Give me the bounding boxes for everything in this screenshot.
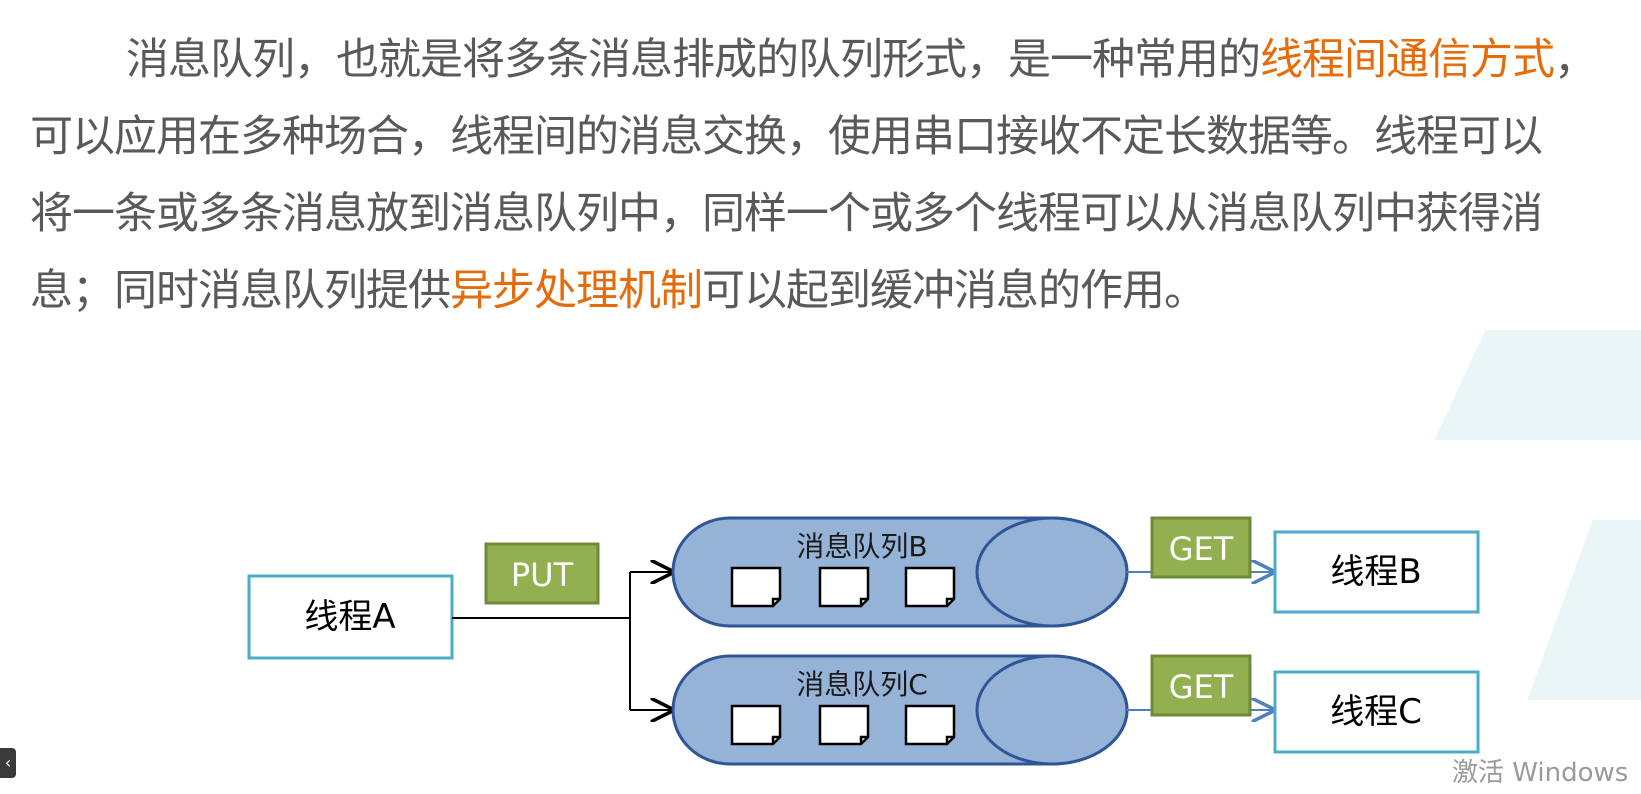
- message-icon: [904, 704, 956, 746]
- put-label: PUT: [511, 556, 574, 594]
- queue-b: 消息队列B: [671, 516, 1129, 628]
- get-label-c: GET: [1169, 668, 1234, 706]
- message-icon: [818, 566, 870, 608]
- queue-c: 消息队列C: [671, 654, 1129, 766]
- description-paragraph: 消息队列，也就是将多条消息排成的队列形式，是一种常用的线程间通信方式， 可以应用…: [30, 22, 1630, 330]
- get-tag-c: [1150, 654, 1252, 717]
- get-tag-b: [1150, 516, 1252, 579]
- message-icon: [818, 704, 870, 746]
- thread-a-box: [247, 574, 454, 660]
- get-label-b: GET: [1169, 530, 1234, 568]
- thread-c-box: [1273, 670, 1480, 754]
- chevron-left-icon: ‹: [4, 753, 12, 772]
- paragraph-line-3: 将一条或多条消息放到消息队列中，同样一个或多个线程可以从消息队列中获得消: [30, 189, 1543, 239]
- highlight-thread-communication: 线程间通信方式: [1260, 35, 1555, 85]
- thread-b-box: [1273, 530, 1480, 614]
- thread-a-label: 线程A: [304, 597, 395, 637]
- message-icon: [904, 566, 956, 608]
- paragraph-line-1: 消息队列，也就是将多条消息排成的队列形式，是一种常用的线程间通信方式，: [30, 22, 1630, 99]
- queue-b-label: 消息队列B: [796, 530, 927, 563]
- queue-c-label: 消息队列C: [796, 668, 928, 701]
- paragraph-line-2: 可以应用在多种场合，线程间的消息交换，使用串口接收不定长数据等。线程可以: [30, 112, 1543, 162]
- message-icon: [730, 704, 782, 746]
- collapse-side-button[interactable]: ‹: [0, 748, 16, 778]
- thread-b-label: 线程B: [1330, 552, 1421, 592]
- thread-c-label: 线程C: [1330, 692, 1422, 732]
- activation-watermark: 激活 Windows: [1452, 758, 1629, 788]
- queue-c-cap: [975, 654, 1129, 766]
- paragraph-line-4: 息；同时消息队列提供异步处理机制可以起到缓冲消息的作用。: [30, 253, 1630, 330]
- paragraph-text: 息；同时消息队列提供: [30, 266, 451, 316]
- paragraph-text: 消息队列，也就是将多条消息排成的队列形式，是一种常用的: [126, 35, 1261, 85]
- paragraph-text: 可以起到缓冲消息的作用。: [702, 266, 1207, 316]
- paragraph-text: ，: [1554, 35, 1597, 85]
- put-tag: [484, 542, 600, 605]
- highlight-async-mechanism: 异步处理机制: [450, 266, 703, 316]
- queue-b-cap: [975, 516, 1129, 628]
- message-icon: [730, 566, 782, 608]
